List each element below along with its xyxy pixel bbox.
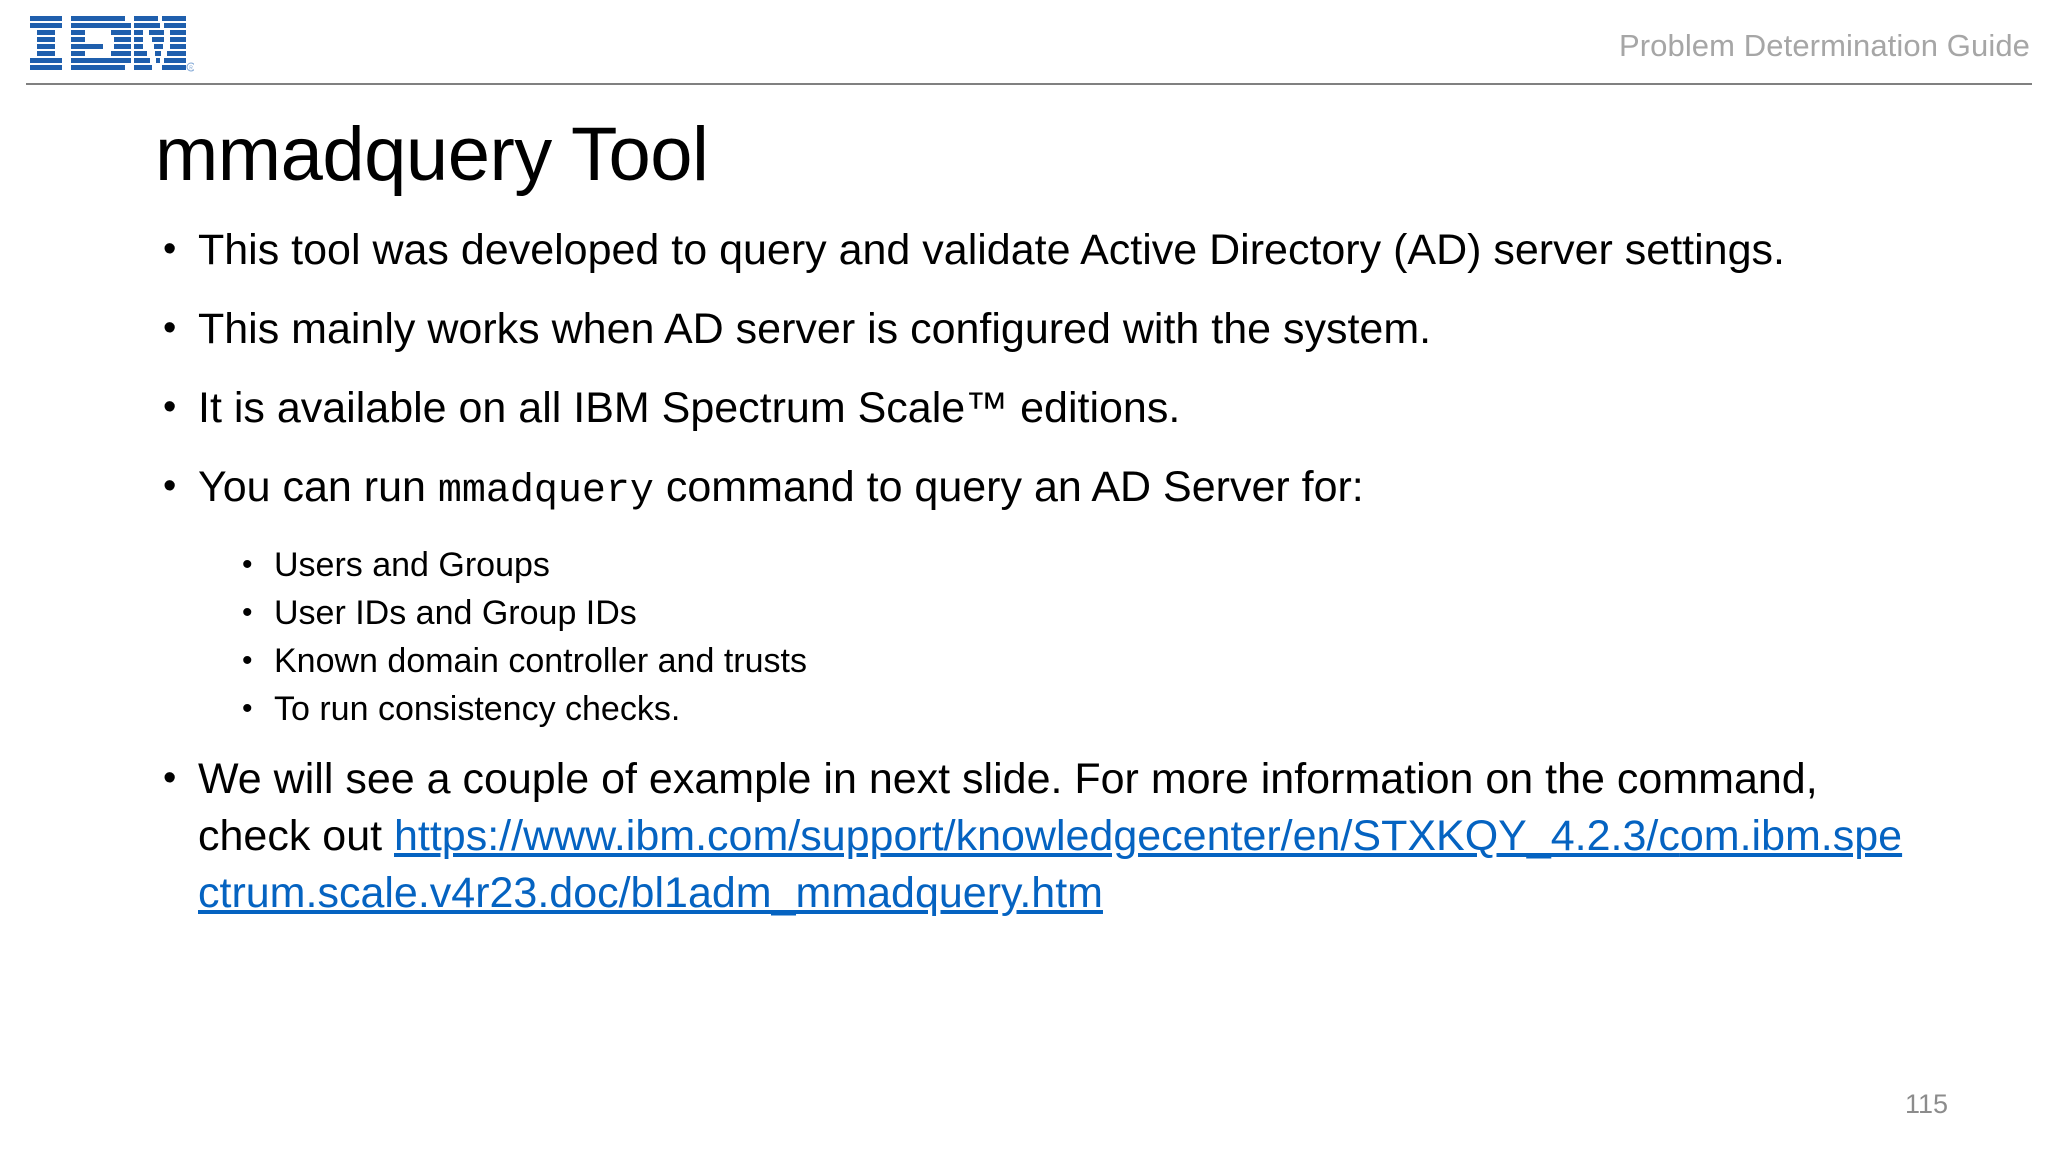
svg-text:R: R [189, 66, 193, 72]
header-guide-title: Problem Determination Guide [1618, 28, 2030, 63]
sub-bullet-text: To run consistency checks. [274, 690, 681, 728]
link-line-1: https://www.ibm.com/support/knowledgecen… [394, 812, 1680, 860]
sub-bullet-item: Users and Groups [238, 541, 1920, 589]
bullet-item: This tool was developed to query and val… [160, 221, 1920, 279]
ibm-logo: R [28, 14, 194, 72]
slide-body: This tool was developed to query and val… [160, 221, 1920, 944]
sub-bullet-item: User IDs and Group IDs [238, 589, 1920, 637]
sub-bullet-list: Users and Groups User IDs and Group IDs … [160, 541, 1920, 733]
slide-header: R Problem Determination Guide [0, 0, 2048, 92]
bullet-item: This mainly works when AD server is conf… [160, 300, 1920, 358]
page-number: 115 [1904, 1089, 1948, 1119]
sub-bullet-text: User IDs and Group IDs [274, 594, 637, 632]
bullet-text-prefix: We will see a couple of example in next … [198, 755, 1818, 860]
inline-code-mmadquery: mmadquery [437, 469, 654, 514]
bullet-item-command: You can run mmadquery command to query a… [160, 458, 1920, 520]
knowledge-center-link[interactable]: https://www.ibm.com/support/knowledgecen… [198, 812, 1902, 917]
sub-bullet-text: Users and Groups [274, 546, 550, 584]
bullet-text: This mainly works when AD server is conf… [198, 305, 1432, 353]
bullet-text: This tool was developed to query and val… [198, 226, 1785, 274]
sub-bullet-text: Known domain controller and trusts [274, 642, 807, 680]
bullet-item-link: We will see a couple of example in next … [160, 750, 1920, 922]
link-line-2: om.ibm.spectrum.scale.v4r23.doc/bl1adm_m… [198, 812, 1903, 917]
page-title: mmadquery Tool [155, 112, 709, 197]
sub-bullet-item: Known domain controller and trusts [238, 637, 1920, 685]
bullet-text: It is available on all IBM Spectrum Scal… [198, 384, 1181, 432]
sub-bullet-item: To run consistency checks. [238, 685, 1920, 733]
header-divider [26, 83, 2032, 85]
bullet-text-prefix: You can run [198, 463, 438, 511]
bullet-item: It is available on all IBM Spectrum Scal… [160, 379, 1920, 437]
bullet-text-suffix: command to query an AD Server for: [653, 463, 1364, 511]
